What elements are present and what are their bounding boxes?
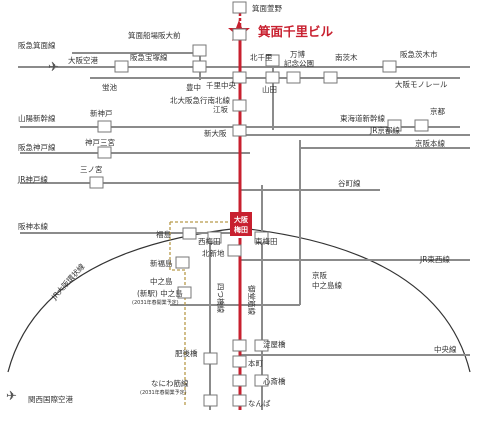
station-boxes [89, 1, 429, 407]
label-kobe-sannomiya: 神戸三宮 [85, 137, 115, 147]
label-kita-senri: 北千里 [250, 52, 273, 62]
label-shin-fukushima: 新福島 [150, 258, 173, 268]
label-nishi-umeda: 西梅田 [198, 236, 221, 246]
station-yodoyabashi[interactable] [232, 339, 247, 352]
station-bampaku[interactable] [286, 71, 301, 84]
note-nakanoshima: (2031年春開業予定) [132, 299, 179, 306]
label-minoo-funaba: 箕面船場阪大前 [128, 30, 181, 40]
label-keihan-nakanoshima-2: 中之島線 [312, 280, 342, 290]
label-jr-tozai: JR東西線 [419, 254, 450, 264]
labels: 箕面萱野 箕面船場阪大前 阪急箕面線 大阪空港 阪急宝塚線 蛍池 豊中 千里中央… [17, 3, 457, 408]
note-naniwasuji: (2031年春開業予定) [140, 389, 187, 396]
station-kita-senri[interactable] [265, 54, 280, 67]
label-chuo: 中央線 [434, 344, 457, 354]
rail-lines [18, 52, 470, 356]
station-fukushima[interactable] [182, 227, 197, 240]
label-namba: なんば [248, 399, 271, 408]
label-jr-kobe: JR神戸線 [17, 174, 48, 184]
station-ishibashi[interactable] [192, 44, 207, 57]
label-toyonaka: 豊中 [186, 82, 201, 92]
label-higashi-umeda: 東梅田 [255, 236, 278, 246]
station-shinsaibashi[interactable] [232, 374, 247, 387]
label-jr-osaka-loop: JR大阪環状線 [48, 261, 86, 302]
label-ibaraki: 阪急茨木市 [400, 49, 438, 59]
label-hommachi: 本町 [248, 358, 263, 368]
station-namba[interactable] [232, 394, 247, 407]
station-kita-shinchi[interactable] [227, 244, 242, 257]
vertical-lines [199, 50, 301, 410]
label-shin-osaka: 新大阪 [204, 128, 227, 138]
label-hankyu-takarazuka: 阪急宝塚線 [130, 52, 168, 62]
label-tokaido: 東海道新幹線 [340, 113, 385, 123]
label-hankyu-kobe: 阪急神戸線 [18, 142, 56, 152]
station-shin-kobe[interactable] [97, 120, 112, 133]
label-keihan-nakanoshima-1: 京阪 [312, 270, 327, 280]
label-hotarugaike: 蛍池 [102, 82, 117, 92]
station-toyonaka[interactable] [192, 60, 207, 73]
label-bampaku-2: 記念公園 [284, 58, 314, 68]
airplane-icon: ✈ [48, 60, 59, 75]
station-higobashi[interactable] [203, 352, 218, 365]
station-hotarugaike[interactable] [114, 60, 129, 73]
label-osaka-airport: 大阪空港 [68, 55, 98, 65]
osaka-umeda-label-1: 大阪 [234, 215, 249, 224]
label-minoo-kayano: 箕面萱野 [252, 3, 282, 13]
station-senri-chuo[interactable] [232, 71, 247, 84]
label-esaka: 江坂 [213, 104, 228, 114]
label-senri-chuo: 千里中央 [206, 80, 236, 90]
station-nishi-umeda[interactable] [207, 231, 222, 244]
label-nakanoshima-new: (新駅) 中之島 [137, 288, 183, 298]
label-minami-ibaraki: 南茨木 [335, 52, 358, 62]
station-yamada[interactable] [265, 71, 280, 84]
label-yodoyabashi: 淀屋橋 [263, 339, 286, 349]
label-hanshin: 阪神本線 [18, 221, 48, 231]
page-title: 箕面千里ビル [257, 24, 334, 39]
label-shinsaibashi: 心斎橋 [263, 376, 286, 386]
station-minoo-funaba[interactable] [232, 28, 247, 41]
osaka-umeda-label-2: 梅田 [234, 225, 248, 234]
label-higobashi: 肥後橋 [175, 348, 198, 358]
naniwasuji-dashed-line [169, 221, 240, 405]
osaka-umeda-box[interactable] [230, 212, 252, 236]
label-yamada: 山田 [262, 84, 277, 94]
station-nakanoshima[interactable] [177, 286, 192, 299]
label-sanyo: 山陽新幹線 [18, 113, 56, 123]
station-sakaisuji[interactable] [254, 374, 269, 387]
label-nakanoshima: 中之島 [150, 276, 173, 286]
station-naniwasuji[interactable] [203, 394, 218, 407]
label-hankyu-minoo: 阪急箕面線 [18, 40, 56, 50]
station-shin-osaka[interactable] [232, 124, 247, 137]
label-kita-osaka-kyuko: 北大阪急行南北線 [170, 95, 230, 105]
station-minoo-kayano[interactable] [232, 1, 247, 14]
station-kitahama[interactable] [254, 339, 269, 352]
label-yotsubashi: 四つ橋線 [216, 283, 226, 313]
label-midosuji: 御堂筋線 [247, 285, 257, 315]
station-takatsuki[interactable] [387, 119, 402, 132]
label-kita-shinchi: 北新地 [202, 248, 225, 258]
station-higashi-umeda[interactable] [254, 231, 269, 244]
station-esaka[interactable] [232, 99, 247, 112]
station-kobe-sannomiya[interactable] [97, 146, 112, 159]
station-ibaraki[interactable] [382, 60, 397, 73]
station-hommachi[interactable] [232, 355, 247, 368]
label-keihan-main: 京阪本線 [415, 138, 445, 148]
label-shin-kobe: 新神戸 [90, 108, 113, 118]
label-bampaku: 万博 [290, 49, 305, 59]
label-jr-kyoto: JR京都線 [369, 125, 400, 135]
station-sannomiya[interactable] [89, 176, 104, 189]
label-fukushima: 福島 [156, 229, 171, 239]
small-notes: (2031年春開業予定) (2031年春開業予定) [132, 299, 187, 396]
label-kyoto: 京都 [430, 106, 445, 116]
label-sannomiya: 三ノ宮 [80, 164, 103, 174]
airplane-icon-kix: ✈ [6, 389, 17, 404]
station-kyoto[interactable] [414, 119, 429, 132]
station-shin-fukushima[interactable] [175, 256, 190, 269]
label-tanimachi: 谷町線 [338, 178, 361, 188]
station-minami-ibaraki[interactable] [323, 71, 338, 84]
label-naniwasuji: なにわ筋線 [151, 378, 189, 388]
label-monorail: 大阪モノレール [395, 79, 448, 89]
label-kansai-airport: 関西国際空港 [28, 394, 73, 404]
